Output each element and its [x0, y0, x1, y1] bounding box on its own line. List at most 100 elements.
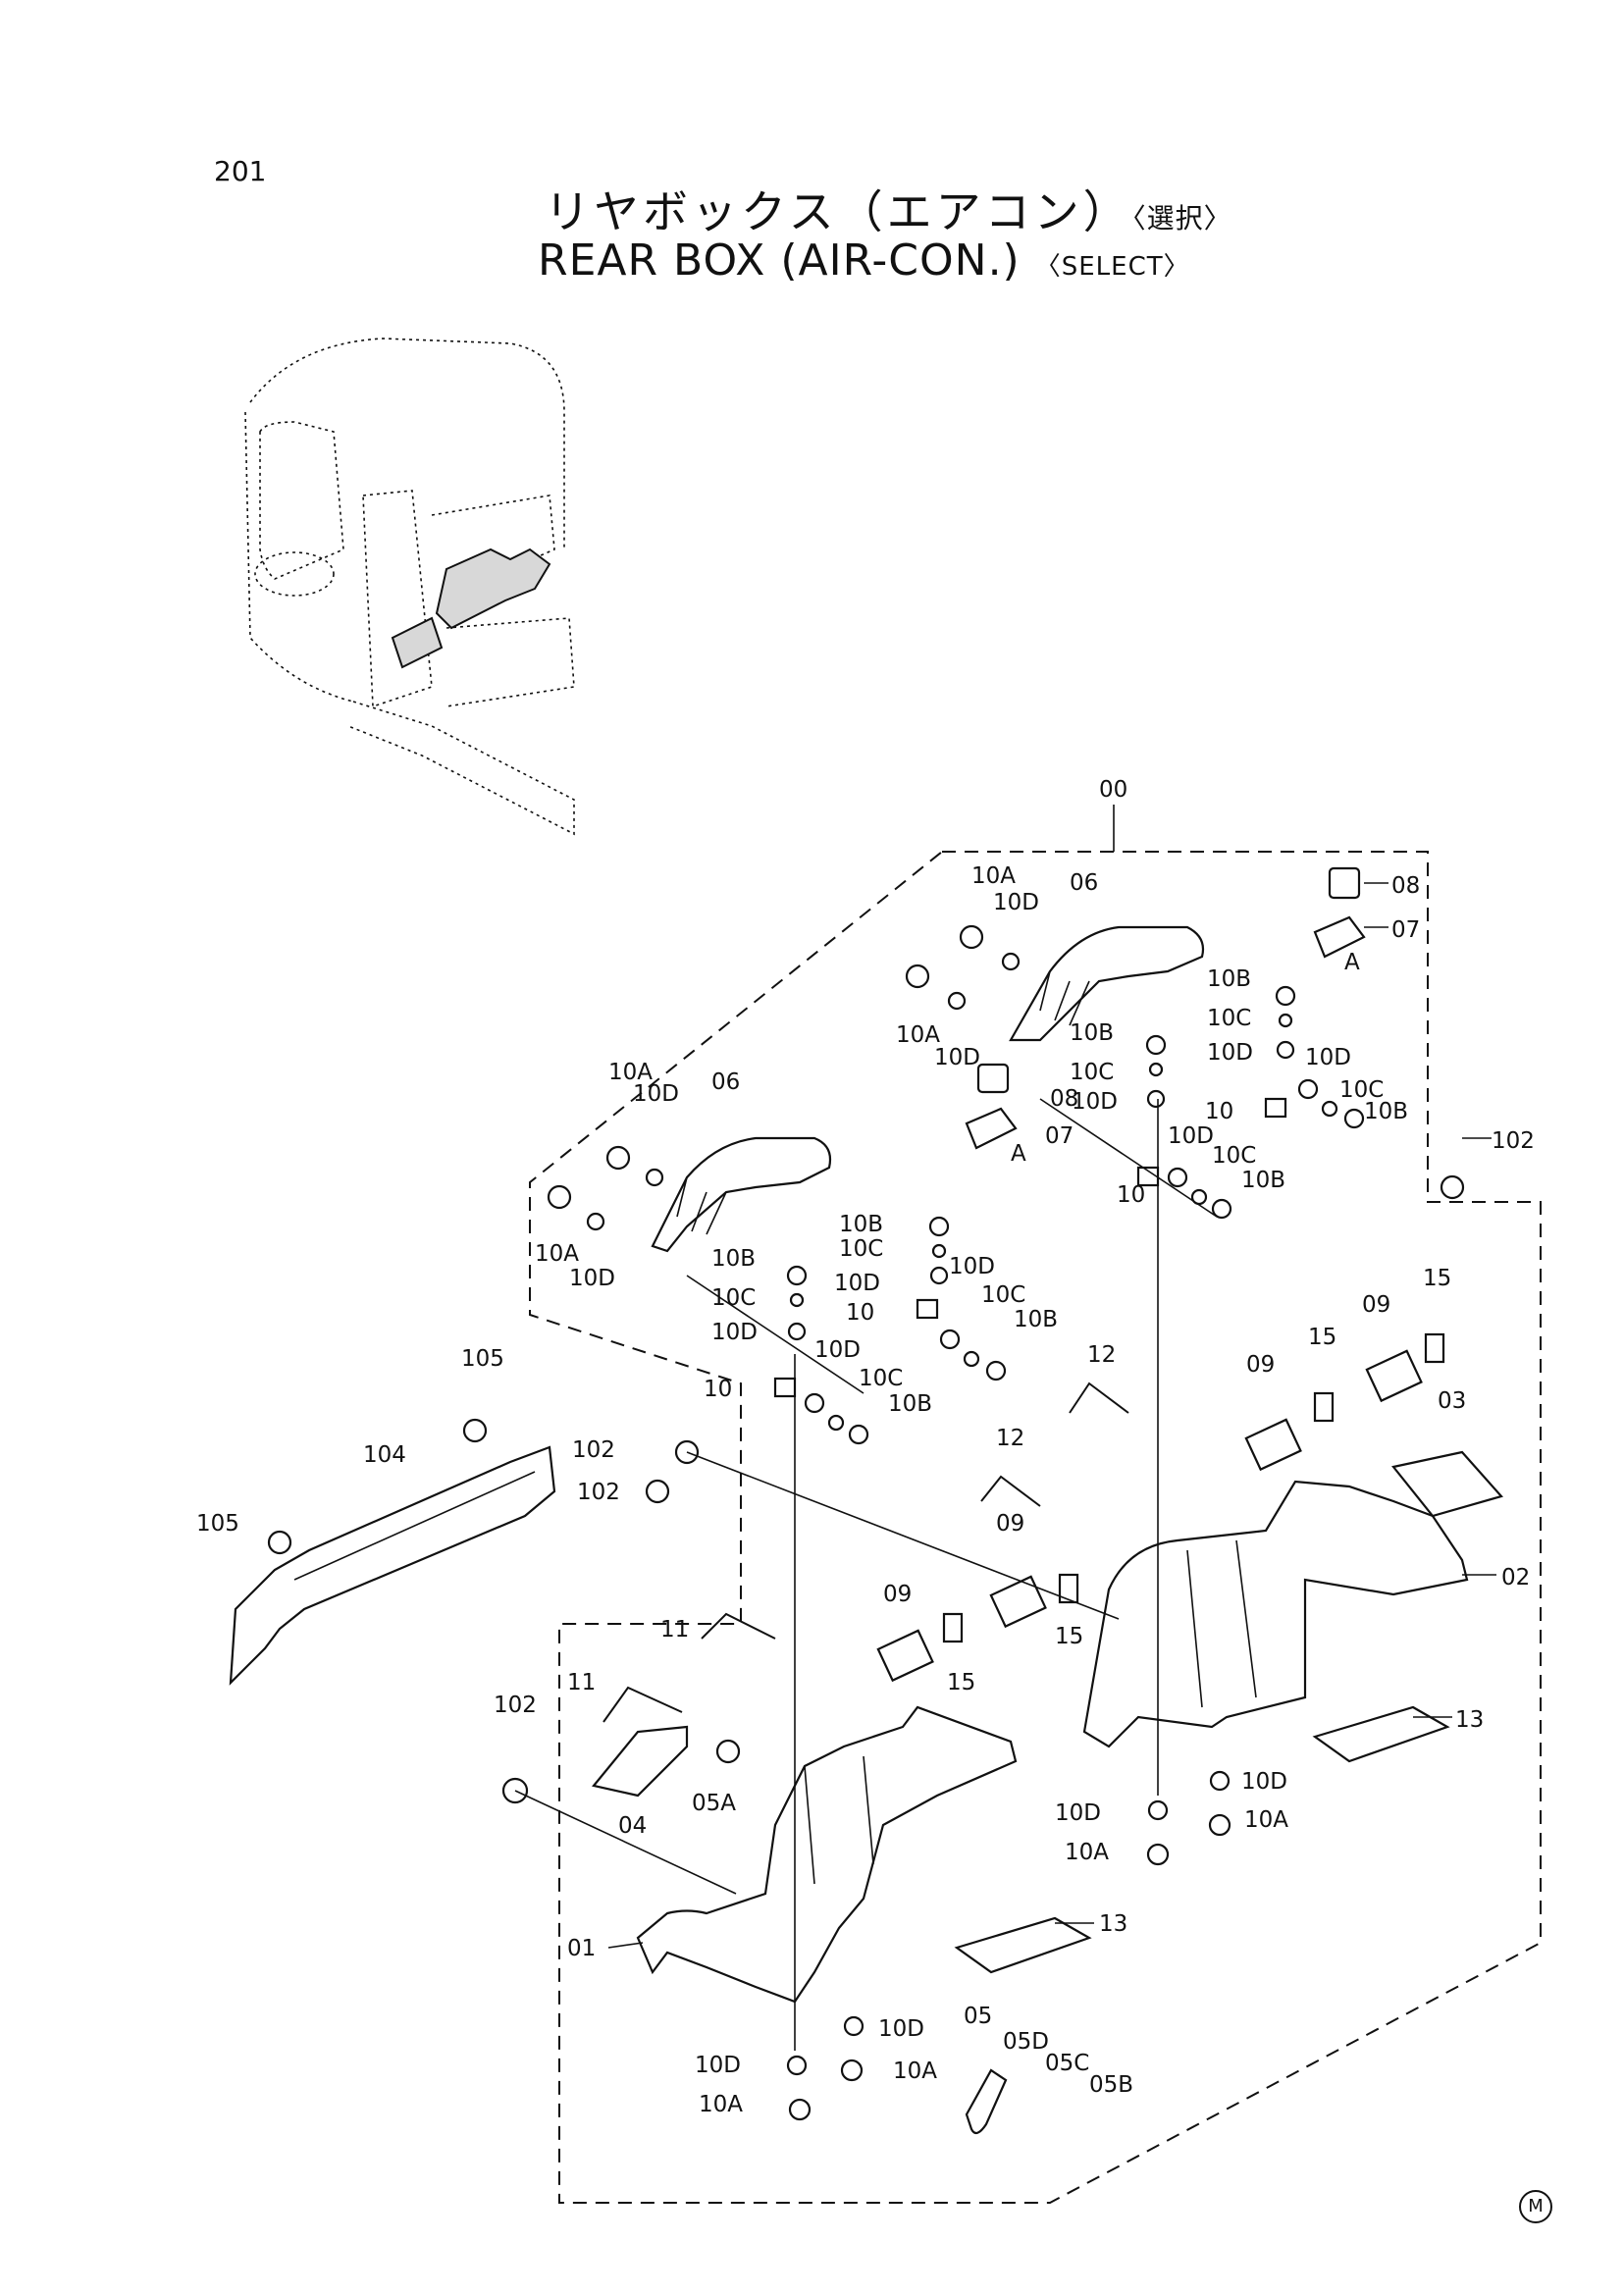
title-japanese-select: 〈選択〉: [1131, 202, 1232, 235]
callout: 10B: [1014, 1307, 1058, 1332]
callout: 10A: [535, 1241, 579, 1267]
callout: 05B: [1089, 2072, 1133, 2098]
callout: 01: [567, 1936, 596, 1961]
maker-mark: M: [1519, 2190, 1552, 2223]
callout: 10A: [699, 2092, 743, 2117]
callout: 10D: [711, 1320, 758, 1345]
callout: 10D: [569, 1266, 615, 1291]
callout: 06: [711, 1069, 740, 1095]
callout: 104: [363, 1442, 406, 1468]
callout: 105: [196, 1511, 239, 1537]
callout: 105: [461, 1346, 504, 1372]
callout: 11: [660, 1617, 689, 1642]
callout: 09: [1246, 1352, 1275, 1378]
callout: 10B: [711, 1246, 756, 1272]
callout: 10D: [993, 890, 1039, 915]
callout: 10D: [1055, 1800, 1101, 1826]
title-english: REAR BOX (AIR-CON.) 〈SELECT〉: [538, 235, 1190, 286]
callout: 15: [947, 1670, 975, 1695]
callout: 05A: [692, 1791, 736, 1816]
callout: 10B: [839, 1212, 883, 1237]
callout: 07: [1045, 1123, 1074, 1149]
callout: 15: [1308, 1325, 1336, 1350]
callout: 10C: [1212, 1143, 1256, 1169]
callout: 13: [1455, 1707, 1484, 1733]
callout: 102: [1492, 1128, 1535, 1154]
callout: 10A: [1065, 1840, 1109, 1865]
callout: 102: [572, 1437, 615, 1463]
callout: 10A: [971, 863, 1016, 889]
callout: 08: [1391, 873, 1420, 899]
callout: 10C: [1070, 1060, 1114, 1085]
callout: 10D: [1241, 1769, 1287, 1795]
callout: 10A: [896, 1022, 940, 1048]
callout: 10: [1205, 1099, 1233, 1124]
callout: 10D: [1207, 1040, 1253, 1066]
callout: 10C: [1339, 1077, 1384, 1103]
callout: A: [1344, 950, 1360, 975]
frame-02: [1082, 1480, 1469, 1748]
plate-104: [229, 1445, 556, 1686]
cab-overview-illustration: [244, 338, 575, 836]
callout: 10C: [711, 1285, 756, 1311]
callout: 15: [1055, 1624, 1083, 1649]
callout: 10D: [934, 1045, 980, 1070]
callout: 10: [846, 1300, 874, 1326]
callout: 10A: [893, 2059, 937, 2084]
frame-01: [636, 1705, 1018, 2004]
callout: 11: [567, 1670, 596, 1695]
callout: 10C: [981, 1282, 1025, 1308]
callout: 10D: [633, 1081, 679, 1107]
callout: 05C: [1045, 2051, 1089, 2076]
title-japanese-text: リヤボックス（エアコン）: [545, 185, 1132, 238]
callout: 13: [1099, 1911, 1127, 1937]
callout: 10D: [949, 1254, 995, 1279]
callout: 05D: [1003, 2029, 1049, 2055]
callout: 08: [1050, 1086, 1078, 1112]
callout-labels: 00 06 06 08 08 07 07 A A 10A 10A 10A 10A…: [196, 777, 1535, 2117]
callout: 10D: [1305, 1045, 1351, 1070]
callout: 10B: [1364, 1099, 1408, 1124]
title-japanese: リヤボックス（エアコン）〈選択〉: [545, 177, 1232, 241]
leader-lines: [514, 882, 1496, 2051]
callout: 10C: [859, 1366, 903, 1391]
callout: 10D: [1072, 1089, 1118, 1115]
callout: 10: [1117, 1182, 1145, 1208]
page-number: 201: [214, 155, 267, 187]
callout: 09: [996, 1511, 1024, 1537]
callout: 102: [494, 1693, 537, 1718]
callout: 10D: [814, 1337, 861, 1363]
callout: 07: [1391, 917, 1420, 943]
callout: 09: [883, 1582, 912, 1607]
title-english-select: 〈SELECT〉: [1034, 252, 1190, 282]
bracket-06-lower: [651, 1136, 832, 1253]
callout: A: [1011, 1141, 1026, 1167]
callout: 15: [1423, 1266, 1451, 1291]
callout: 12: [1087, 1342, 1116, 1368]
callout: 10D: [878, 2016, 924, 2042]
callout: 10A: [608, 1060, 653, 1085]
callout: 10D: [1168, 1123, 1214, 1149]
callout: 10B: [1241, 1168, 1285, 1193]
callout: 00: [1099, 777, 1127, 803]
callout: 04: [618, 1813, 647, 1839]
callout: 12: [996, 1426, 1024, 1451]
callout: 10B: [1207, 966, 1251, 992]
callout: 06: [1070, 870, 1098, 896]
callout: 10D: [695, 2053, 741, 2078]
callout: 09: [1362, 1292, 1390, 1318]
callout: 10B: [1070, 1020, 1114, 1046]
callout: 10C: [1207, 1006, 1251, 1031]
callout: 02: [1501, 1565, 1530, 1590]
callout: 102: [577, 1480, 620, 1505]
callout: 03: [1438, 1388, 1466, 1414]
callout: 10: [704, 1377, 732, 1402]
callout: 10B: [888, 1391, 932, 1417]
callout: 10A: [1244, 1807, 1288, 1833]
title-english-text: REAR BOX (AIR-CON.): [538, 235, 1021, 286]
assembly-boundary: [529, 851, 1542, 2204]
callout: 10D: [834, 1271, 880, 1296]
callout: 10C: [839, 1236, 883, 1262]
callout: 05: [964, 2004, 992, 2029]
